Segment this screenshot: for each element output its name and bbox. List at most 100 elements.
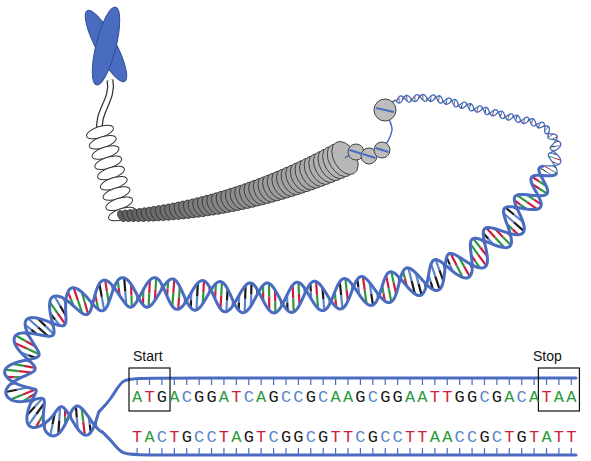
nucleotide: G	[467, 388, 479, 407]
nucleotide: G	[380, 388, 392, 407]
nucleotide: T	[529, 428, 541, 447]
nucleotide: A	[442, 428, 454, 447]
backbone-ticks	[137, 378, 571, 455]
backbone-tick	[186, 448, 187, 455]
nucleotide: G	[157, 388, 169, 407]
nucleotide: C	[393, 428, 405, 447]
nucleotide: C	[355, 428, 367, 447]
nucleotide: T	[566, 428, 578, 447]
backbone-tick	[261, 448, 262, 455]
backbone-tick	[521, 448, 522, 455]
nucleotide: C	[479, 388, 491, 407]
codon-box	[129, 368, 170, 411]
nucleotide: A	[169, 388, 181, 407]
backbone-tick	[285, 378, 286, 385]
nucleotide: G	[517, 428, 529, 447]
nucleotide: T	[417, 428, 429, 447]
backbone-tick	[186, 378, 187, 385]
backbone-tick	[223, 448, 224, 455]
nucleotide: G	[281, 428, 293, 447]
backbone-tick	[347, 378, 348, 385]
backbone-tick	[447, 448, 448, 455]
base-half	[102, 297, 104, 310]
nucleotide: C	[380, 428, 392, 447]
base-half	[341, 295, 342, 308]
nucleotide: G	[318, 428, 330, 447]
backbone-tick	[385, 378, 386, 385]
base-half	[435, 277, 439, 290]
nucleotide: C	[206, 428, 218, 447]
backbone-tick	[509, 378, 510, 385]
backbone-tick	[323, 378, 324, 385]
backbone-tick	[236, 378, 237, 385]
backbone-tick	[447, 378, 448, 385]
backbone-tick	[248, 378, 249, 385]
nucleosome-bead	[374, 142, 390, 158]
nucleotide: C	[368, 388, 380, 407]
nucleotide: G	[194, 388, 206, 407]
nucleotide: G	[206, 388, 218, 407]
helix-strand-thin	[396, 94, 561, 175]
backbone-tick	[149, 448, 150, 455]
backbone-tick	[248, 448, 249, 455]
backbone-tick	[211, 378, 212, 385]
nucleotide: C	[467, 428, 479, 447]
nucleotide: T	[231, 388, 243, 407]
backbone-tick	[496, 378, 497, 385]
base-half	[16, 335, 26, 341]
backbone-tick	[534, 378, 535, 385]
backbone-tick	[471, 448, 472, 455]
backbone-tick	[558, 448, 559, 455]
nucleotide: T	[256, 428, 268, 447]
backbone-tick	[137, 378, 138, 385]
nucleotide: A	[430, 428, 442, 447]
backbone-tick	[335, 448, 336, 455]
backbone-tick	[434, 378, 435, 385]
nucleotide: C	[194, 428, 206, 447]
backbone-tick	[459, 448, 460, 455]
codon-box	[538, 368, 579, 411]
chromatin-tube	[99, 80, 110, 132]
nucleotide: A	[417, 388, 429, 407]
backbone-tick	[298, 378, 299, 385]
nucleosome-wrap	[363, 154, 376, 158]
backbone-tick	[174, 448, 175, 455]
base-half	[505, 208, 514, 215]
base-half	[76, 406, 77, 417]
backbone-tick	[434, 448, 435, 455]
backbone-tick	[558, 378, 559, 385]
base-half	[503, 237, 511, 245]
nucleotide: T	[219, 428, 231, 447]
nucleotide: A	[541, 428, 553, 447]
backbone-tick	[459, 378, 460, 385]
nucleotide: C	[306, 428, 318, 447]
backbone-tick	[137, 448, 138, 455]
nucleotide: A	[231, 428, 243, 447]
base-half	[478, 255, 486, 266]
base-half	[464, 267, 470, 277]
nucleotide: T	[343, 428, 355, 447]
codon-label: Start	[133, 348, 163, 364]
nucleotide: A	[405, 388, 417, 407]
chromosome	[78, 5, 133, 87]
base-half	[85, 303, 88, 314]
backbone-tick	[571, 448, 572, 455]
nucleotide: T	[405, 428, 417, 447]
nucleotide: A	[256, 388, 268, 407]
base-half	[28, 319, 38, 328]
nucleotide: A	[554, 388, 566, 407]
backbone-tick	[298, 448, 299, 455]
backbone-tick	[273, 448, 274, 455]
nucleotide: A	[144, 428, 156, 447]
nucleotide: C	[492, 428, 504, 447]
base-half	[29, 414, 37, 425]
nucleotide: C	[455, 428, 467, 447]
backbone-tick	[471, 378, 472, 385]
base-half	[419, 284, 422, 295]
nucleotide: A	[132, 388, 144, 407]
nucleotide: T	[504, 428, 516, 447]
nucleotide: T	[169, 428, 181, 447]
nucleotide: C	[318, 388, 330, 407]
base-half	[50, 424, 52, 435]
